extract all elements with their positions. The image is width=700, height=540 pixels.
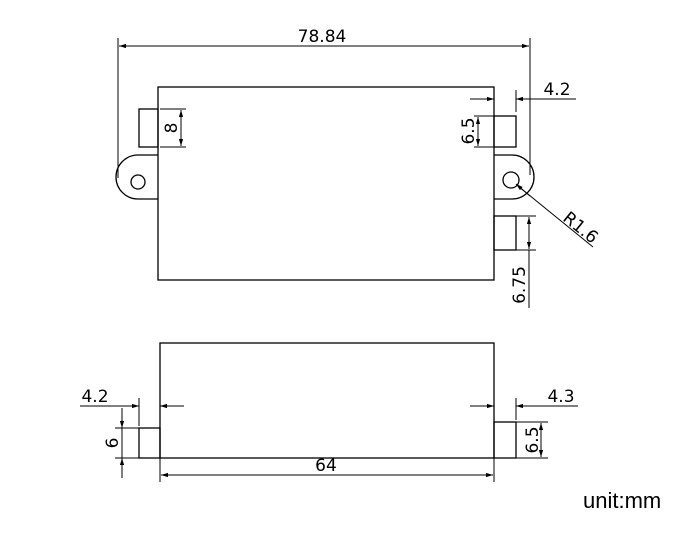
radius-leader-line [517,185,594,248]
right-mounting-ear [494,154,535,200]
dim-bottom-left-tab-height: 6 [103,438,123,449]
top-body-outline [157,86,495,281]
dim-overall-width: 78.84 [298,27,347,47]
bottom-body-outline [159,342,495,459]
right-upper-tab [493,115,517,148]
dim-right-tab-offset: 4.2 [543,80,570,100]
dim-right-lower-tab-height: 6.75 [510,266,530,304]
dim-left-tab-height: 8 [162,123,182,134]
dim-body-width: 64 [315,456,337,476]
top-view: 78.84 4.2 8 6.5 R1.6 6.75 [115,27,602,308]
left-mounting-hole [130,174,146,190]
dim-bottom-left-offset: 4.2 [81,387,108,407]
unit-label: unit:mm [583,488,662,513]
right-lower-tab [493,215,517,251]
dim-right-upper-tab-height: 6.5 [459,117,479,144]
bottom-right-tab [493,421,517,459]
bottom-left-tab [138,427,161,459]
bottom-view: 4.2 6 4.3 6.5 64 [80,342,578,482]
left-tab [138,108,159,148]
dim-bottom-right-offset: 4.3 [547,387,574,407]
dim-bottom-right-tab-height: 6.5 [523,426,543,453]
right-mounting-hole [502,171,520,189]
left-mounting-ear [115,154,158,200]
dim-hole-radius: R1.6 [559,208,602,248]
radius-arrow [515,183,531,197]
